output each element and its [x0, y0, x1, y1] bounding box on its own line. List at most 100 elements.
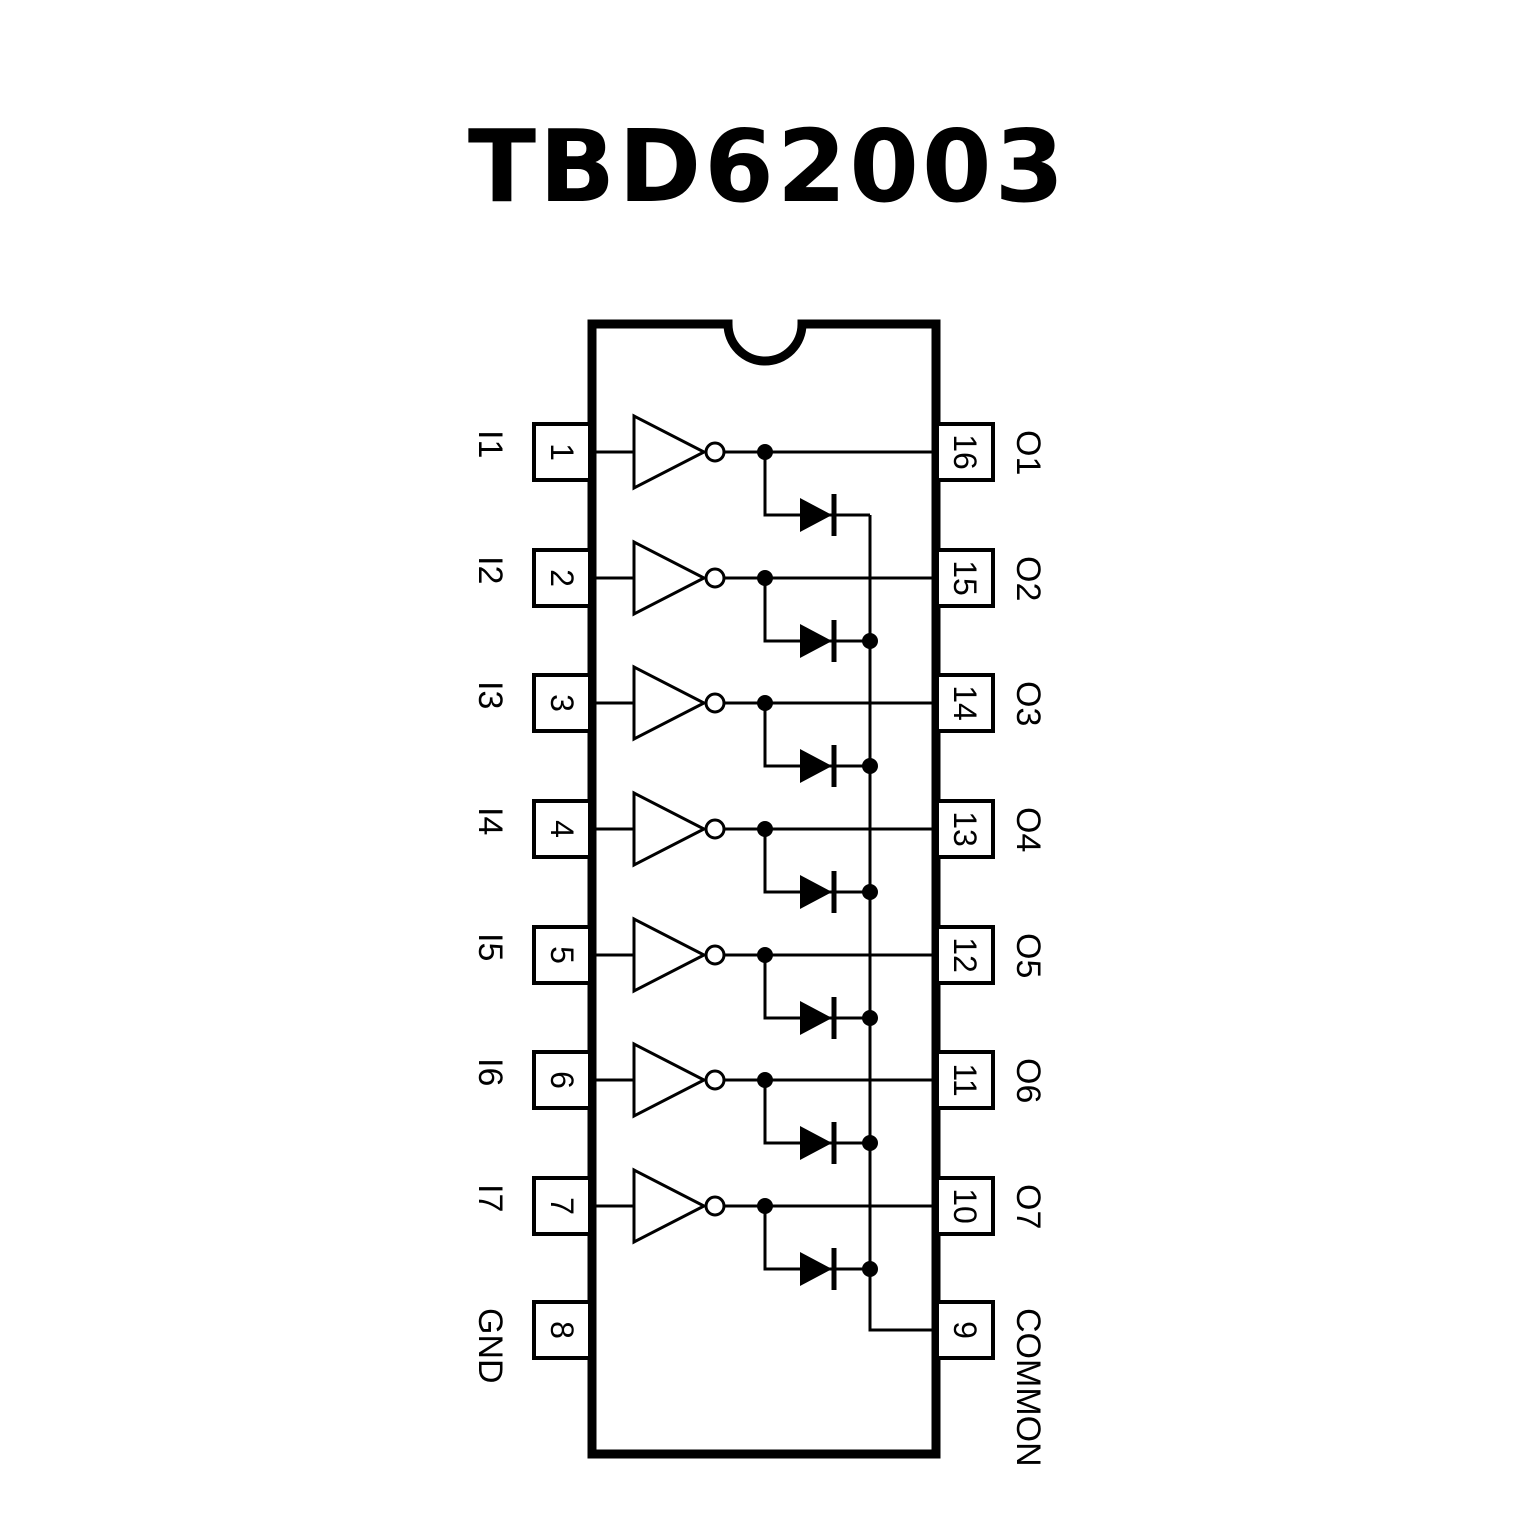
inverter-icon: [632, 790, 708, 868]
inverter-icon: [632, 539, 708, 617]
pin-label: COMMON: [1009, 1308, 1047, 1467]
pin-16: 16 O1: [935, 422, 1047, 482]
pin-box: [935, 799, 995, 859]
common-bus: [868, 515, 936, 1332]
pin-box: [532, 799, 592, 859]
inverter-bubble: [704, 567, 726, 589]
diode-icon: [800, 875, 832, 909]
pin-box: [532, 548, 592, 608]
inverter-bubble: [704, 692, 726, 714]
pin-label: O7: [1009, 1184, 1047, 1229]
pin-number: 14: [947, 685, 983, 721]
pin-label: O3: [1009, 681, 1047, 726]
pin-number: 13: [947, 811, 983, 847]
ic-body: [587, 319, 941, 1459]
diode-wire: [763, 1080, 870, 1145]
inverter-bubble: [704, 818, 726, 840]
pin-4: 4 I4: [471, 799, 592, 859]
inverter-bubble: [704, 1195, 726, 1217]
pin-number: 15: [947, 560, 983, 596]
pin-box: [532, 1176, 592, 1236]
diode-wire: [763, 1206, 870, 1271]
diode-icon: [800, 1252, 832, 1286]
pin-label: O5: [1009, 933, 1047, 978]
diode-wire: [763, 829, 870, 894]
pin-number: 10: [947, 1188, 983, 1224]
channel-4: [592, 790, 936, 913]
inverter-icon: [632, 916, 708, 994]
pin-number: 2: [544, 569, 580, 587]
pin-number: 11: [947, 1063, 983, 1096]
pin-box: [935, 673, 995, 733]
pin-number: 7: [544, 1197, 580, 1215]
diode-icon: [800, 1126, 832, 1160]
pin-6: 6 I6: [471, 1050, 592, 1110]
pin-number: 12: [947, 937, 983, 973]
inverter-icon: [632, 664, 708, 742]
pin-box: [935, 422, 995, 482]
pin-7: 7 I7: [471, 1176, 592, 1236]
pin-12: 12 O5: [935, 925, 1047, 985]
pin-13: 13 O4: [935, 799, 1047, 859]
channel-6: [592, 1041, 936, 1164]
diode-wire: [763, 703, 870, 768]
pin-9: 9 COMMON: [935, 1300, 1047, 1467]
pin-2: 2 I2: [471, 548, 592, 608]
inverter-icon: [632, 413, 708, 491]
pin-box: [532, 925, 592, 985]
pin-5: 5 I5: [471, 925, 592, 985]
chip-title: TBD62003: [467, 108, 1068, 225]
pin-number: 5: [544, 946, 580, 964]
channel-1: [592, 413, 936, 536]
pin-number: 4: [544, 820, 580, 838]
pin-box: [935, 1176, 995, 1236]
pin-number: 8: [544, 1321, 580, 1339]
diode-wire: [763, 578, 870, 643]
pin-14: 14 O3: [935, 673, 1047, 733]
pin-label: I6: [471, 1058, 509, 1086]
inverter-icon: [632, 1041, 708, 1119]
pin-label: I3: [471, 681, 509, 709]
pin-1: 1 I1: [471, 422, 592, 482]
diode-icon: [800, 624, 832, 658]
pin-label: O1: [1009, 430, 1047, 475]
diode-icon: [800, 749, 832, 783]
pin-box: [935, 925, 995, 985]
pin-box: [935, 548, 995, 608]
diode-wire: [763, 452, 870, 517]
pin-number: 1: [544, 443, 580, 461]
diode-icon: [800, 1001, 832, 1035]
pin-15: 15 O2: [935, 548, 1047, 608]
pin-box: [532, 1050, 592, 1110]
pin-box: [532, 422, 592, 482]
diode-icon: [800, 498, 832, 532]
channel-3: [592, 664, 936, 787]
inverter-icon: [632, 1167, 708, 1245]
pin-3: 3 I3: [471, 673, 592, 733]
pin-box: [935, 1300, 995, 1360]
pin-box: [532, 673, 592, 733]
pin-label: I2: [471, 556, 509, 584]
pin-number: 6: [544, 1071, 580, 1089]
pin-box: [935, 1050, 995, 1110]
pin-8: 8 GND: [471, 1300, 592, 1384]
pin-label: O4: [1009, 807, 1047, 852]
pin-label: I4: [471, 807, 509, 835]
inverter-bubble: [704, 1069, 726, 1091]
pin-number: 9: [947, 1321, 983, 1339]
channel-7: [592, 1167, 936, 1290]
pin-box: [532, 1300, 592, 1360]
inverter-bubble: [704, 944, 726, 966]
pin-label: I7: [471, 1184, 509, 1212]
pin-label: GND: [471, 1308, 509, 1384]
channel-5: [592, 916, 936, 1039]
pin-label: O2: [1009, 556, 1047, 601]
pin-label: I1: [471, 430, 509, 458]
channel-2: [592, 539, 936, 662]
pin-label: I5: [471, 933, 509, 961]
pin-number: 16: [947, 434, 983, 470]
inverter-bubble: [704, 441, 726, 463]
pin-number: 3: [544, 694, 580, 712]
